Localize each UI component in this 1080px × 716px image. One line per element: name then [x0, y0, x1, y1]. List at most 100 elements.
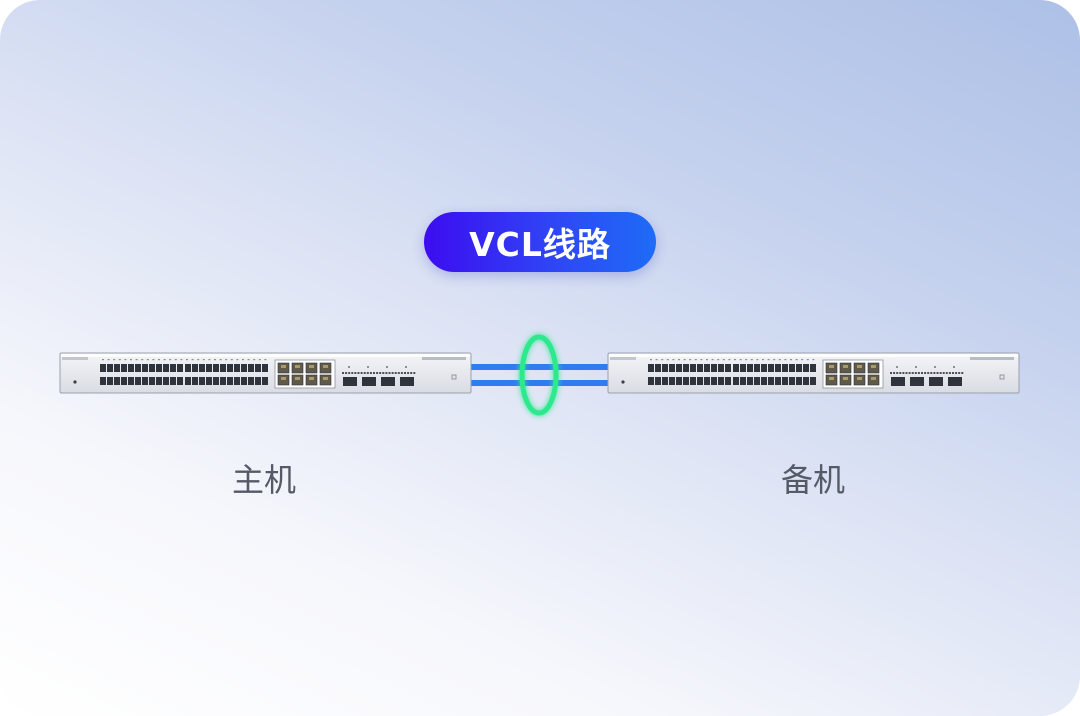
- port-led: [683, 359, 686, 361]
- sfp-port: [662, 364, 668, 372]
- rj45-led: [871, 365, 876, 368]
- sfp-port: [185, 364, 191, 372]
- port-led: [191, 359, 194, 361]
- status-led: [948, 372, 951, 374]
- status-led: [410, 372, 413, 374]
- sfp-port: [100, 377, 106, 385]
- status-led: [911, 372, 914, 374]
- rj45-led: [829, 377, 834, 380]
- sfp-port: [761, 364, 767, 372]
- sfp-port: [782, 364, 788, 372]
- port-led: [219, 359, 222, 361]
- uplink-port: [381, 377, 395, 386]
- port-led: [152, 359, 155, 361]
- uplink-port: [343, 377, 357, 386]
- port-led: [806, 359, 809, 361]
- port-led: [689, 359, 692, 361]
- sfp-port: [789, 364, 795, 372]
- sfp-port: [810, 377, 816, 385]
- sfp-port: [648, 364, 654, 372]
- sfp-port: [227, 377, 233, 385]
- sfp-port: [121, 377, 127, 385]
- sfp-port: [740, 364, 746, 372]
- status-led: [921, 372, 923, 374]
- status-led: [363, 372, 366, 374]
- status-led: [413, 372, 416, 374]
- chassis-highlight: [609, 354, 1018, 357]
- sfp-port: [156, 364, 162, 372]
- brand-plate: [62, 357, 88, 360]
- port-led: [174, 359, 177, 361]
- port-led: [225, 359, 228, 361]
- sfp-port: [234, 377, 240, 385]
- switch-backup: [607, 352, 1020, 394]
- sfp-port: [803, 364, 809, 372]
- status-led: [902, 372, 905, 374]
- chassis-highlight: [61, 354, 470, 357]
- uplink-led: [405, 366, 407, 368]
- sfp-port: [163, 377, 169, 385]
- port-led: [169, 359, 172, 361]
- reset-button-icon: [451, 374, 457, 380]
- port-led: [790, 359, 792, 361]
- port-led: [694, 359, 697, 361]
- status-led: [385, 372, 388, 374]
- port-led: [135, 359, 138, 361]
- port-led: [186, 359, 188, 361]
- sfp-port: [662, 377, 668, 385]
- status-led: [905, 372, 908, 374]
- uplink-led: [934, 366, 936, 368]
- status-led: [890, 372, 892, 374]
- sfp-port: [733, 364, 739, 372]
- sfp-port: [747, 364, 753, 372]
- port-led: [795, 359, 798, 361]
- port-led: [253, 359, 256, 361]
- sfp-port: [704, 377, 710, 385]
- sfp-port: [676, 364, 682, 372]
- status-led: [955, 372, 958, 374]
- sfp-port: [220, 377, 226, 385]
- status-led: [388, 372, 391, 374]
- port-led: [102, 359, 104, 361]
- sfp-port: [170, 377, 176, 385]
- status-led: [939, 372, 942, 374]
- uplink-led: [953, 366, 955, 368]
- sfp-port: [754, 377, 760, 385]
- sfp-port: [655, 377, 661, 385]
- port-led: [773, 359, 776, 361]
- port-led: [146, 359, 149, 361]
- rj45-led: [857, 377, 862, 380]
- sfp-port: [128, 377, 134, 385]
- status-led: [936, 372, 939, 374]
- switch-primary: [59, 352, 472, 394]
- port-led: [728, 359, 731, 361]
- port-led: [767, 359, 770, 361]
- status-led: [404, 372, 406, 374]
- rj45-led: [323, 365, 328, 368]
- rj45-led: [309, 365, 314, 368]
- sfp-port: [149, 377, 155, 385]
- port-led: [717, 359, 720, 361]
- rj45-led: [295, 365, 300, 368]
- sfp-port: [163, 364, 169, 372]
- status-led: [379, 372, 382, 374]
- port-led: [700, 359, 703, 361]
- power-led-icon: [73, 380, 77, 384]
- uplink-led: [896, 366, 898, 368]
- sfp-port: [683, 377, 689, 385]
- sfp-port: [192, 364, 198, 372]
- rj45-led: [281, 365, 286, 368]
- sfp-port: [128, 364, 134, 372]
- status-led: [400, 372, 403, 374]
- status-led: [342, 372, 344, 374]
- port-led: [214, 359, 216, 361]
- status-led: [914, 372, 917, 374]
- status-led: [354, 372, 357, 374]
- status-led: [899, 372, 902, 374]
- port-led: [706, 359, 708, 361]
- sfp-port: [234, 364, 240, 372]
- sfp-port: [718, 364, 724, 372]
- uplink-port: [400, 377, 414, 386]
- rj45-led: [281, 377, 286, 380]
